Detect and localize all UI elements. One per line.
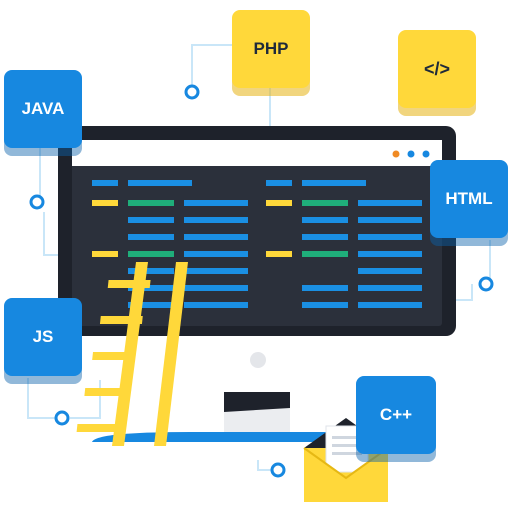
node-java <box>29 194 45 210</box>
php-tile: PHP <box>232 10 310 88</box>
js-label: JS <box>32 327 54 346</box>
code-tile: </> <box>398 30 476 108</box>
node-cpp <box>270 462 286 478</box>
cpp-tile: C++ <box>356 376 436 454</box>
window-dot-orange <box>392 150 400 158</box>
node-php <box>184 84 200 100</box>
php-label: PHP <box>253 39 289 58</box>
node-js <box>54 410 70 426</box>
js-tile: JS <box>4 298 82 376</box>
monitor-stand <box>224 392 290 434</box>
connector-html-down <box>454 284 473 301</box>
window-dot-blue-1 <box>407 150 415 158</box>
code-label: </> <box>423 58 451 79</box>
java-label: JAVA <box>21 99 65 118</box>
power-button <box>250 352 266 368</box>
html-tile: HTML <box>430 160 508 238</box>
html-label: HTML <box>445 189 493 208</box>
code-block-right <box>266 180 422 308</box>
node-html <box>478 276 494 292</box>
window-title-bar <box>72 140 442 166</box>
connector-js <box>27 378 62 419</box>
java-tile: JAVA <box>4 70 82 148</box>
cpp-label: C++ <box>379 405 413 424</box>
connector-java-down <box>43 212 58 256</box>
code-block-left <box>92 180 248 308</box>
window-dot-blue-2 <box>422 150 430 158</box>
monitor-screen <box>72 140 442 326</box>
connector-php <box>191 44 232 92</box>
